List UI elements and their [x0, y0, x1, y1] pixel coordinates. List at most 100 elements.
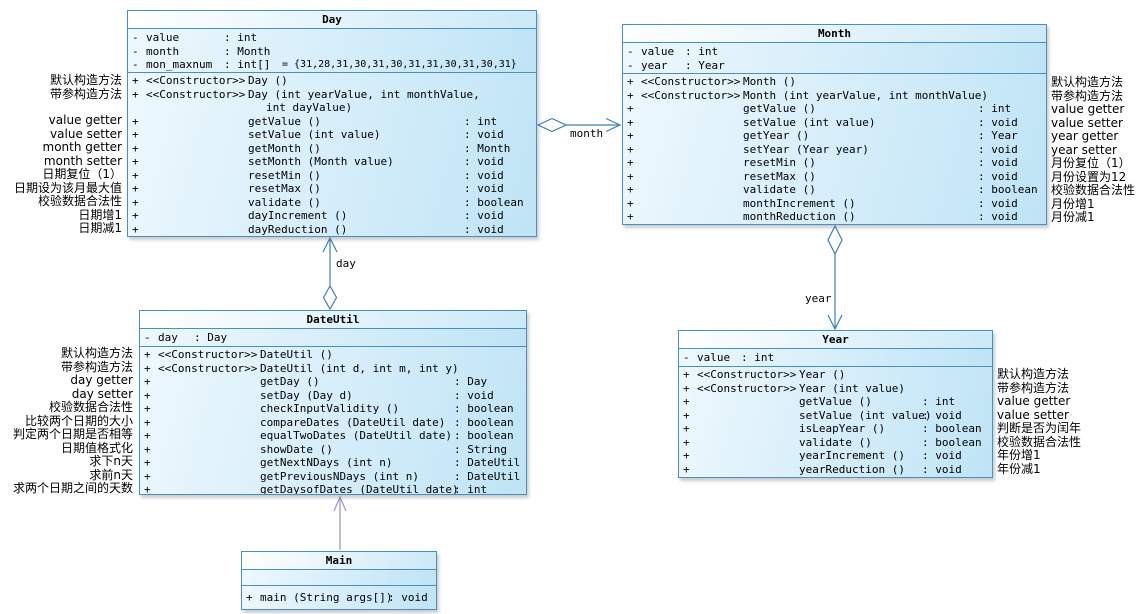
attribute-name: month: [146, 44, 180, 58]
annotation-line: 校验数据合法性: [37, 194, 122, 208]
stereotype: [158, 416, 260, 430]
stereotype: [158, 443, 260, 457]
method-name: getNextNDays (int n): [260, 456, 393, 469]
methods-compartment: +<<Constructor>>Year ()+<<Constructor>>Y…: [679, 367, 992, 477]
method-row: +dayReduction (): void: [132, 223, 532, 237]
visibility-marker: +: [144, 402, 151, 415]
annotation-line: 默认构造方法: [997, 367, 1070, 381]
stereotype: [641, 116, 743, 130]
return-type: [464, 101, 532, 115]
method-row: +setValue (int value): void: [683, 409, 988, 423]
method-name: compareDates (DateUtil date): [260, 415, 446, 429]
annotation-line: 月份设置为12: [1051, 169, 1127, 184]
method-name: getDay (): [260, 375, 320, 388]
attribute-row: -mon_maxnum: int[]= {31,28,31,30,31,30,3…: [132, 58, 532, 72]
method-row: +isLeapYear (): boolean: [683, 422, 988, 436]
visibility-marker: +: [627, 129, 634, 142]
method-name: setDay (Day d): [260, 388, 353, 402]
connector-main-dateutil[interactable]: [333, 495, 347, 550]
stereotype: [158, 456, 260, 470]
annotation-line: 日期复位（1）: [42, 167, 122, 181]
visibility-marker: +: [683, 449, 690, 462]
stereotype: [641, 143, 743, 157]
stereotype: [146, 155, 248, 169]
return-type: [922, 368, 988, 382]
visibility-marker: +: [683, 408, 690, 422]
attributes-compartment: [242, 570, 436, 586]
annotation-line: value getter: [997, 394, 1071, 408]
attribute-type: : int: [224, 31, 258, 44]
uml-class-day[interactable]: Day -value: int-month: Month-mon_maxnum:…: [127, 10, 537, 237]
return-type: : Day: [454, 375, 488, 388]
stereotype: [641, 170, 743, 184]
class-title: Month: [623, 25, 1046, 43]
uml-class-month[interactable]: Month -value: int-year: Year +<<Construc…: [622, 24, 1047, 225]
method-row: +equalTwoDates (DateUtil date): boolean: [144, 429, 522, 443]
attribute-type: : int: [741, 351, 775, 364]
method-row: +setDay (Day d): void: [144, 389, 522, 403]
return-type: : DateUtil: [454, 469, 521, 483]
connector-dateutil-day[interactable]: [322, 236, 338, 311]
visibility-marker: +: [627, 210, 634, 223]
method-name: Month (int yearValue, int monthValue): [743, 88, 989, 102]
connector-label-day: day: [336, 257, 356, 270]
visibility-marker: -: [627, 58, 634, 72]
visibility-marker: +: [144, 429, 151, 442]
method-name: validate (): [743, 183, 816, 196]
return-type: : void: [922, 462, 962, 476]
method-row: +<<Constructor>>Month (int yearValue, in…: [627, 89, 1042, 103]
attribute-type: : Month: [224, 44, 271, 58]
visibility-marker: +: [627, 102, 634, 115]
return-type: : boolean: [922, 435, 982, 449]
method-row: +<<Constructor>>Month (): [627, 75, 1042, 89]
visibility-marker: -: [132, 31, 139, 44]
method-name: DateUtil (): [260, 348, 333, 361]
method-name: validate (): [248, 195, 321, 209]
visibility-marker: +: [132, 195, 139, 209]
return-type: : boolean: [922, 422, 982, 435]
stereotype: [641, 129, 743, 143]
uml-class-year[interactable]: Year -value: int +<<Constructor>>Year ()…: [678, 330, 993, 478]
annotation-line: 日期减1: [78, 221, 122, 235]
annotation-line: 年份减1: [997, 461, 1041, 476]
annotation-line: 日期设为该月最大值: [13, 180, 122, 195]
method-name: equalTwoDates (DateUtil date): [260, 429, 453, 442]
method-row: +setYear (Year year): void: [627, 143, 1042, 157]
return-type: : boolean: [454, 402, 514, 415]
method-name: setValue (int value): [799, 408, 932, 422]
attributes-compartment: -day: Day: [140, 329, 526, 347]
stereotype: [158, 375, 260, 389]
method-row: int dayValue): [132, 101, 532, 115]
visibility-marker: +: [132, 209, 139, 222]
stereotype: [146, 209, 248, 223]
method-name: getValue (): [799, 395, 872, 408]
visibility-marker: +: [132, 168, 139, 182]
annotation-line: 带参构造方法: [60, 359, 133, 374]
visibility-marker: -: [144, 331, 151, 344]
visibility-marker: +: [144, 388, 151, 402]
method-name: getMonth (): [248, 141, 321, 155]
connector-month-year[interactable]: [827, 224, 843, 331]
return-type: : void: [978, 142, 1018, 156]
visibility-marker: +: [132, 87, 139, 101]
open-arrow-icon: [827, 314, 843, 331]
stereotype: [697, 395, 799, 409]
method-row: +getYear (): Year: [627, 129, 1042, 143]
annotation-line: 判定两个日期是否相等: [12, 427, 133, 441]
stereotype: [697, 422, 799, 436]
methods-compartment: +<<Constructor>>DateUtil ()+<<Constructo…: [140, 347, 526, 494]
uml-class-dateutil[interactable]: DateUtil -day: Day +<<Constructor>>DateU…: [139, 310, 527, 495]
attribute-default-value: = {31,28,31,30,31,30,31,31,30,31,30,31}: [282, 59, 517, 70]
annotation-line: year setter: [1051, 142, 1117, 157]
stereotype: [641, 156, 743, 170]
return-type: : void: [464, 128, 504, 141]
annotation-line: year getter: [1051, 129, 1119, 143]
attribute-row: -value: int: [132, 31, 532, 45]
visibility-marker: +: [683, 381, 690, 395]
return-type: [978, 89, 1042, 103]
method-name: yearReduction (): [799, 462, 905, 476]
uml-class-main[interactable]: Main +main (String args[]): void: [241, 551, 437, 610]
stereotype: <<Constructor>>: [697, 368, 797, 381]
open-arrow-icon: [605, 117, 622, 133]
